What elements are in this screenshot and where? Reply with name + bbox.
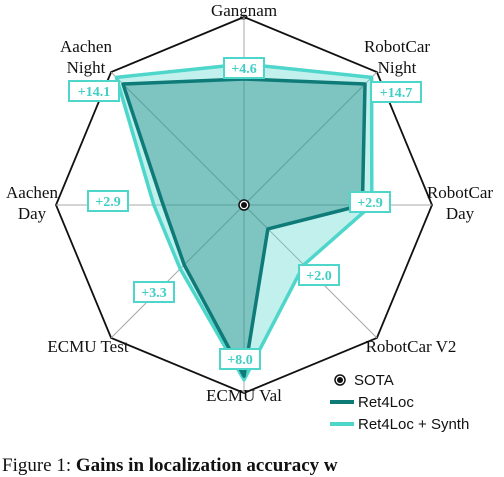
sota-marker bbox=[241, 202, 247, 208]
gain-label-7: +14.1 bbox=[78, 85, 110, 100]
spoke-5 bbox=[110, 204, 245, 339]
axis-label-line: RobotCar bbox=[364, 37, 430, 56]
gain-box-4 bbox=[219, 348, 261, 370]
caption-bold: Gains in localization accuracy w bbox=[75, 455, 338, 476]
gain-box-1 bbox=[370, 81, 422, 103]
gain-label-4: +8.0 bbox=[227, 353, 252, 368]
gain-label-0: +4.6 bbox=[231, 62, 256, 77]
gain-box-7 bbox=[68, 80, 120, 102]
axis-label-line: ECMU Val bbox=[206, 386, 282, 405]
axis-label-line: RobotCar V2 bbox=[366, 337, 457, 356]
legend-label-1: Ret4Loc bbox=[358, 394, 414, 411]
figure-caption: Figure 1: Gains in localization accuracy… bbox=[2, 455, 502, 477]
gain-box-6 bbox=[87, 190, 129, 212]
gain-label-5: +3.3 bbox=[141, 286, 166, 301]
gain-label-3: +2.0 bbox=[306, 269, 331, 284]
gain-box-0 bbox=[223, 57, 265, 79]
series-ret4loc-synth bbox=[114, 62, 374, 382]
axis-label-line: Gangnam bbox=[211, 1, 277, 20]
spoke-1 bbox=[243, 71, 378, 206]
axis-label-line: Aachen bbox=[6, 183, 58, 202]
axis-label-0: Gangnam bbox=[211, 1, 277, 20]
axis-label-5: ECMU Test bbox=[47, 337, 128, 356]
axis-label-line: RobotCar bbox=[427, 183, 493, 202]
radar-series bbox=[114, 62, 374, 382]
gain-box-5 bbox=[133, 281, 175, 303]
gain-label-1: +14.7 bbox=[380, 86, 412, 101]
axis-label-line: Night bbox=[67, 58, 106, 77]
axis-label-line: Aachen bbox=[60, 37, 112, 56]
axis-label-line: Night bbox=[378, 58, 417, 77]
legend-sota-dot bbox=[337, 377, 343, 383]
axis-label-line: Day bbox=[446, 204, 475, 223]
series-ret4loc bbox=[121, 77, 367, 378]
gain-label-2: +2.9 bbox=[357, 196, 382, 211]
legend-label-2: Ret4Loc + Synth bbox=[358, 416, 469, 433]
gain-label-6: +2.9 bbox=[95, 195, 120, 210]
gain-box-2 bbox=[349, 191, 391, 213]
axis-label-4: ECMU Val bbox=[206, 386, 282, 405]
axis-label-line: Day bbox=[18, 204, 47, 223]
spoke-7 bbox=[110, 71, 245, 206]
gain-box-3 bbox=[298, 264, 340, 286]
gain-labels: +4.6 +14.7 +2.9 +2.0 +8.0 +3.3 +2.9 +14.1 bbox=[68, 57, 422, 370]
caption-prefix: Figure 1: bbox=[2, 455, 76, 476]
axis-label-line: ECMU Test bbox=[47, 337, 128, 356]
axis-label-3: RobotCar V2 bbox=[366, 337, 457, 356]
legend-label-0: SOTA bbox=[354, 372, 394, 389]
